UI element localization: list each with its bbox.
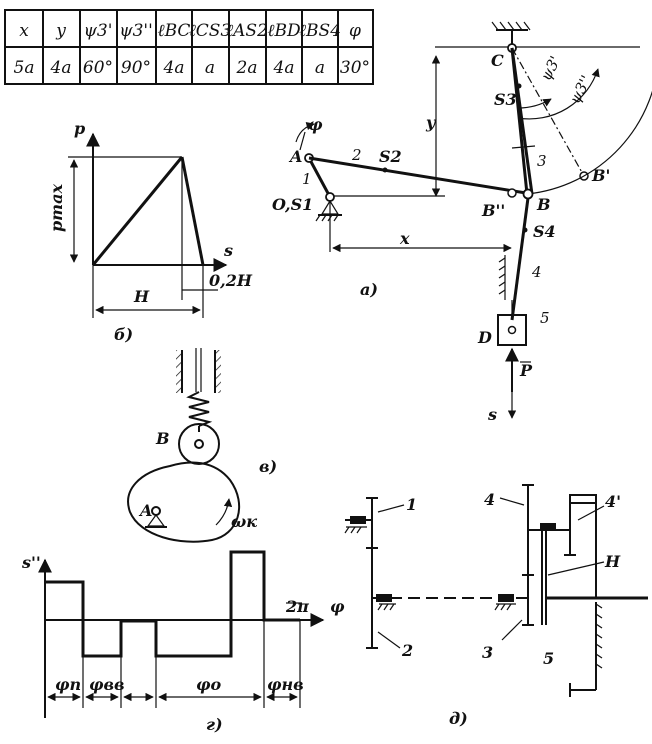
label-gear-1: 1 — [406, 495, 417, 514]
table-header-cell: ψ3' — [84, 21, 113, 41]
label-gear-5: 5 — [543, 649, 554, 668]
label-link-5: 5 — [540, 309, 550, 327]
table-header-cell: y — [55, 21, 66, 41]
table-header-cell: x — [19, 21, 29, 41]
label-S2: S2 — [379, 147, 402, 166]
label-gear-4-prime: 4' — [605, 492, 621, 511]
label-H: H — [133, 287, 150, 306]
label-C: C — [491, 51, 504, 70]
label-cam-B: B — [155, 429, 170, 448]
gear-train: 1 2 3 4 4' H 5 д) — [344, 484, 648, 728]
label-O-S1: O,S1 — [272, 195, 313, 214]
table-value-cell: 4a — [50, 58, 72, 78]
label-A: A — [288, 147, 302, 166]
label-phi: φ — [308, 115, 323, 134]
label-gear-2: 2 — [401, 641, 413, 660]
force-diagram: p pmax s H 0,2H б) — [47, 119, 253, 344]
label-cam-A: A — [138, 501, 152, 520]
label-pmax: pmax — [47, 184, 66, 232]
label-P: P — [519, 361, 533, 380]
table-header-cell: ℓBS4 — [299, 21, 341, 41]
label-D: D — [477, 328, 492, 347]
table-value-cell: 90° — [121, 58, 151, 78]
table-header-cell: ℓBC — [158, 21, 191, 41]
label-p: p — [74, 119, 85, 138]
label-phi-nv: φнв — [267, 675, 304, 694]
label-2pi: 2π — [285, 597, 309, 616]
caption-v: в) — [259, 457, 277, 476]
label-psi3-prime: ψ3' — [537, 53, 565, 84]
label-B-double-prime: B'' — [481, 201, 505, 220]
table-value-cell: 2a — [236, 58, 258, 78]
table-value-cell: 60° — [83, 58, 113, 78]
table-header-cell: ℓAS2 — [226, 21, 268, 41]
table-value-cell: a — [205, 58, 215, 78]
label-S4: S4 — [533, 222, 556, 241]
label-phi-p: φп — [55, 675, 81, 694]
label-link-2: 2 — [351, 146, 362, 164]
label-link-3: 3 — [537, 152, 547, 170]
label-carrier-H: H — [604, 552, 621, 571]
caption-g: г) — [206, 715, 223, 734]
table-value-cell: 5a — [14, 58, 35, 78]
label-y: y — [425, 113, 437, 132]
caption-a: a) — [360, 280, 378, 299]
table-value-cell: a — [315, 58, 325, 78]
label-B: B — [536, 195, 551, 214]
table-header-cell: ℓBD — [267, 21, 301, 41]
label-phi-axis: φ — [330, 597, 345, 616]
table-value-cell: 4a — [273, 58, 295, 78]
label-phi-vv: φвв — [89, 675, 125, 694]
label-psi3-double-prime: ψ3'' — [566, 72, 596, 107]
label-s: s — [487, 405, 497, 424]
parameter-table: x y ψ3' ψ3'' ℓBC ℓCS3 ℓAS2 ℓBD ℓBS4 φ 5a… — [4, 9, 374, 85]
label-S3: S3 — [494, 90, 517, 109]
table-header-cell: ℓCS3 — [189, 21, 232, 41]
label-omega: ωк — [231, 512, 257, 531]
label-phi-o: φо — [196, 675, 221, 694]
label-0-2H: 0,2H — [209, 271, 253, 290]
caption-b: б) — [114, 325, 133, 344]
label-B-prime: B' — [591, 166, 610, 185]
label-s-axis: s — [223, 241, 233, 260]
table-header-cell: ψ3'' — [119, 21, 153, 41]
acceleration-diagram: s'' 2π φ φп φвв φо φнв г) — [21, 550, 345, 734]
table-header-cell: φ — [349, 21, 361, 41]
caption-d: д) — [449, 709, 468, 728]
cam-mechanism: B A ωк в) — [127, 348, 277, 543]
label-x: x — [399, 229, 410, 248]
label-link-1: 1 — [302, 170, 312, 188]
label-s-double-prime: s'' — [21, 553, 41, 572]
label-gear-4: 4 — [484, 490, 495, 509]
linkage-mechanism: φ A 1 O,S1 2 S2 y C S3 ψ3' ψ3'' 3 B' B''… — [272, 21, 652, 424]
table-value-cell: 30° — [340, 58, 370, 78]
label-link-4: 4 — [531, 263, 542, 281]
table-value-cell: 4a — [163, 58, 185, 78]
label-gear-3: 3 — [482, 643, 493, 662]
